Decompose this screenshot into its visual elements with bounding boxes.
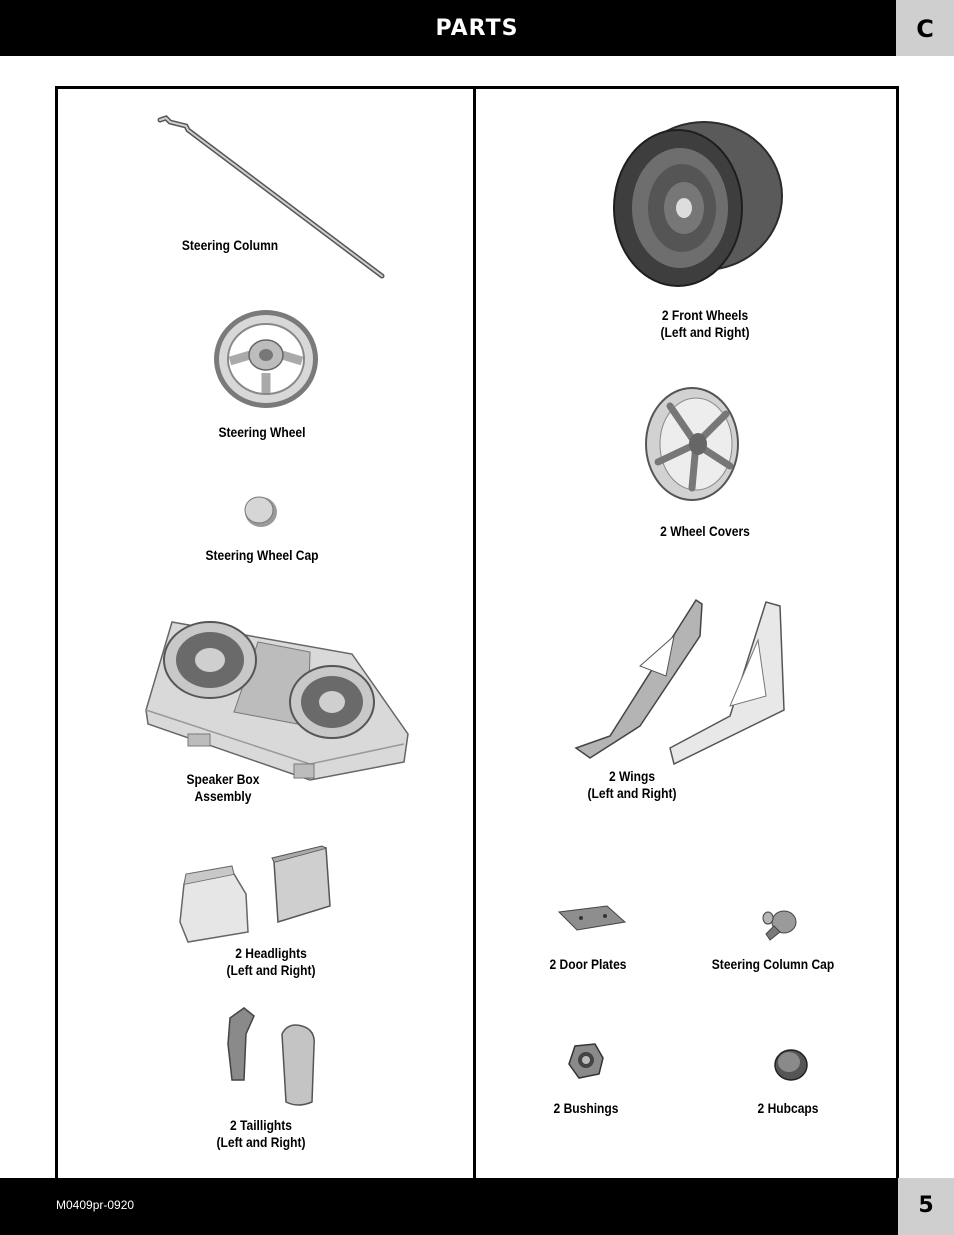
hubcap-image [774, 1049, 808, 1081]
bushing-image [568, 1043, 604, 1079]
label-speaker-box: Speaker Box Assembly [186, 771, 260, 804]
document-code: M0409pr-0920 [56, 1198, 135, 1212]
wheel-cover-image [645, 387, 739, 501]
label-headlights: 2 Headlights (Left and Right) [226, 945, 316, 978]
label-front-wheels: 2 Front Wheels (Left and Right) [660, 307, 750, 340]
label-wheel-covers: 2 Wheel Covers [660, 523, 750, 539]
wings-image [574, 598, 785, 766]
label-wings: 2 Wings (Left and Right) [587, 768, 677, 801]
label-steering-column: Steering Column [181, 237, 279, 253]
steering-wheel-image [214, 310, 318, 408]
label-steering-wheel-cap: Steering Wheel Cap [205, 547, 319, 563]
label-door-plates: 2 Door Plates [549, 956, 627, 972]
page-header [0, 0, 954, 56]
steering-column-image [157, 115, 385, 279]
label-taillights: 2 Taillights (Left and Right) [216, 1117, 306, 1150]
label-steering-column-cap: Steering Column Cap [711, 956, 835, 972]
label-steering-wheel: Steering Wheel [218, 424, 306, 440]
column-divider [473, 86, 476, 1178]
page-number: 5 [898, 1178, 954, 1235]
steering-wheel-cap-image [244, 496, 277, 527]
label-hubcaps: 2 Hubcaps [757, 1100, 819, 1116]
speaker-box-image [145, 621, 409, 781]
section-tab: C [896, 0, 954, 56]
headlights-image [179, 845, 331, 943]
page-title: PARTS [435, 16, 519, 41]
door-plate-image [557, 905, 627, 931]
label-bushings: 2 Bushings [553, 1100, 619, 1116]
page-footer [0, 1178, 954, 1235]
taillights-image [227, 1007, 315, 1106]
front-wheel-image [613, 121, 783, 287]
steering-column-cap-image [762, 910, 797, 941]
